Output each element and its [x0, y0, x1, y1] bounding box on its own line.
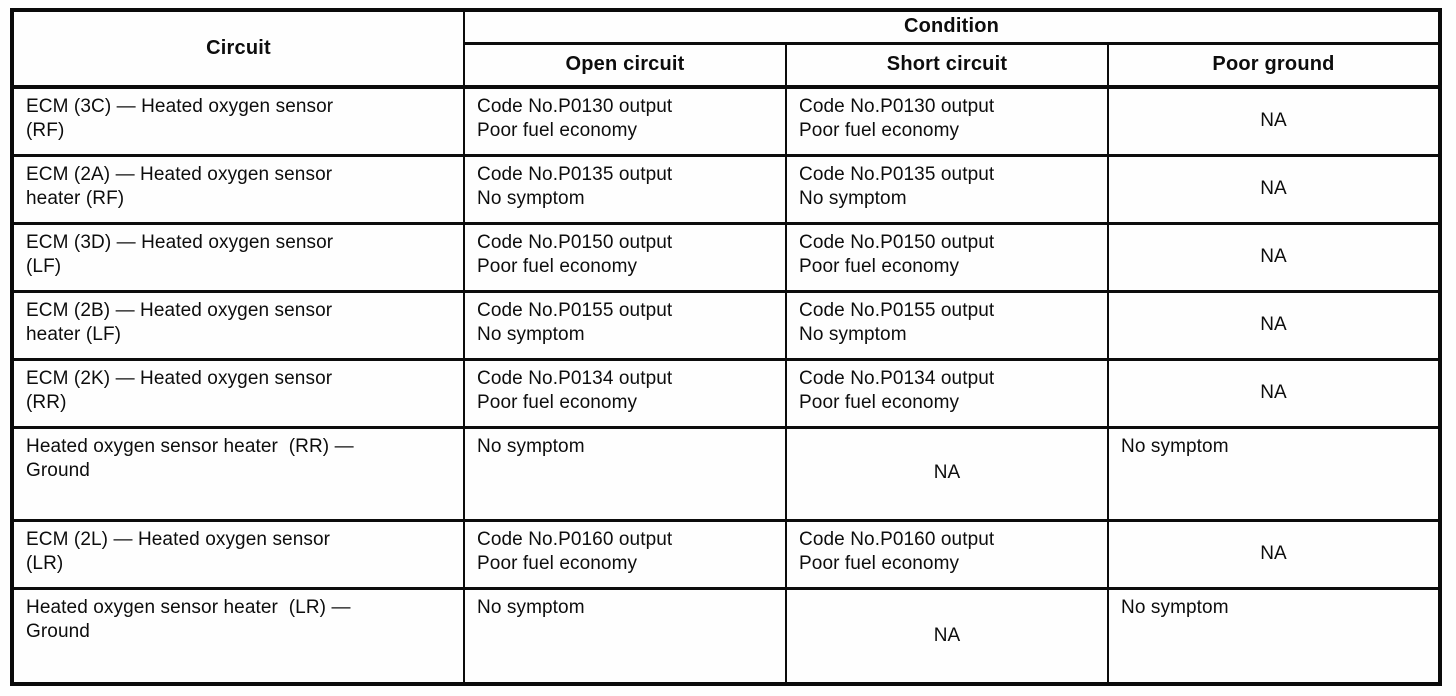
open-circuit-cell: Code No.P0134 output Poor fuel economy [463, 357, 787, 429]
open-circuit-cell: No symptom [463, 425, 787, 522]
column-header-short-circuit: Short circuit [785, 41, 1109, 89]
table-row: ECM (2L) — Heated oxygen sensor (LR) Cod… [11, 518, 1441, 590]
open-circuit-cell: Code No.P0130 output Poor fuel economy [463, 85, 787, 157]
column-header-circuit: Circuit [11, 8, 465, 89]
poor-ground-cell: NA [1107, 153, 1441, 225]
short-circuit-cell: Code No.P0160 output Poor fuel economy [785, 518, 1109, 590]
oxygen-sensor-circuit-condition-table: Circuit Condition Open circuit Short cir… [10, 8, 1442, 686]
poor-ground-cell: NA [1107, 357, 1441, 429]
circuit-cell: ECM (3C) — Heated oxygen sensor (RF) [11, 85, 465, 157]
circuit-cell: ECM (2B) — Heated oxygen sensor heater (… [11, 289, 465, 361]
poor-ground-cell: NA [1107, 85, 1441, 157]
open-circuit-cell: Code No.P0135 output No symptom [463, 153, 787, 225]
open-circuit-cell: Code No.P0150 output Poor fuel economy [463, 221, 787, 293]
column-header-poor-ground: Poor ground [1107, 41, 1441, 89]
table-row: ECM (2B) — Heated oxygen sensor heater (… [11, 289, 1441, 361]
table-row: Heated oxygen sensor heater (RR) — Groun… [11, 425, 1441, 522]
table-row: ECM (2K) — Heated oxygen sensor (RR) Cod… [11, 357, 1441, 429]
poor-ground-cell: NA [1107, 518, 1441, 590]
short-circuit-cell: Code No.P0135 output No symptom [785, 153, 1109, 225]
circuit-cell: ECM (2K) — Heated oxygen sensor (RR) [11, 357, 465, 429]
open-circuit-cell: Code No.P0160 output Poor fuel economy [463, 518, 787, 590]
short-circuit-cell: Code No.P0134 output Poor fuel economy [785, 357, 1109, 429]
circuit-cell: ECM (2A) — Heated oxygen sensor heater (… [11, 153, 465, 225]
poor-ground-cell: No symptom [1107, 586, 1441, 686]
header-row-condition: Circuit Condition [11, 8, 1441, 89]
poor-ground-cell: NA [1107, 221, 1441, 293]
header-row-subcolumns: Open circuit Short circuit Poor ground [12, 41, 1441, 89]
table-row: Heated oxygen sensor heater (LR) — Groun… [11, 586, 1441, 686]
short-circuit-cell: NA [785, 586, 1109, 686]
open-circuit-cell: Code No.P0155 output No symptom [463, 289, 787, 361]
circuit-cell: ECM (3D) — Heated oxygen sensor (LF) [11, 221, 465, 293]
circuit-cell: ECM (2L) — Heated oxygen sensor (LR) [11, 518, 465, 590]
short-circuit-cell: Code No.P0130 output Poor fuel economy [785, 85, 1109, 157]
table-row: ECM (2A) — Heated oxygen sensor heater (… [11, 153, 1441, 225]
poor-ground-cell: NA [1107, 289, 1441, 361]
short-circuit-cell: NA [785, 425, 1109, 522]
table-row: ECM (3C) — Heated oxygen sensor (RF) Cod… [11, 85, 1441, 157]
column-header-condition: Condition [463, 8, 1441, 45]
column-header-open-circuit: Open circuit [463, 41, 787, 89]
circuit-cell: Heated oxygen sensor heater (RR) — Groun… [11, 425, 465, 522]
open-circuit-cell: No symptom [463, 586, 787, 686]
short-circuit-cell: Code No.P0155 output No symptom [785, 289, 1109, 361]
table-row: ECM (3D) — Heated oxygen sensor (LF) Cod… [11, 221, 1441, 293]
poor-ground-cell: No symptom [1107, 425, 1441, 522]
circuit-cell: Heated oxygen sensor heater (LR) — Groun… [11, 586, 465, 686]
short-circuit-cell: Code No.P0150 output Poor fuel economy [785, 221, 1109, 293]
